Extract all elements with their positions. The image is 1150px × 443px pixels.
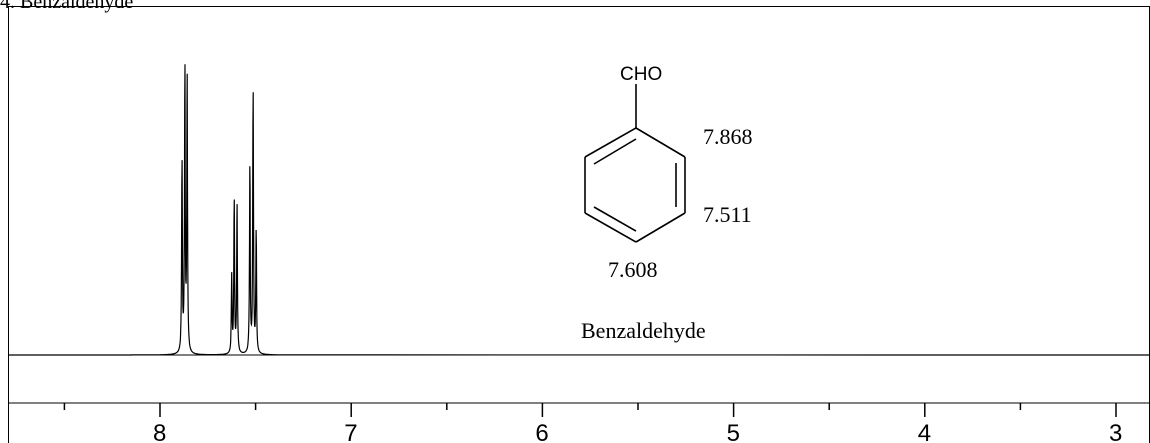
spectrum-trace	[9, 64, 1150, 356]
ring-bond-bottom-right	[635, 212, 686, 243]
benzaldehyde-structure	[584, 84, 686, 243]
tick-label-5: 5	[727, 420, 740, 443]
x-axis-ticks: 8 7 6 5 4 3	[63, 403, 1122, 443]
ring-bond-top-left	[584, 127, 637, 158]
shift-label-meta: 7.511	[703, 202, 752, 227]
shift-label-ortho: 7.868	[703, 124, 753, 149]
ring-bond-top-right	[635, 127, 686, 158]
tick-label-4: 4	[918, 420, 931, 443]
substituent-label: CHO	[620, 64, 662, 85]
compound-name: Benzaldehyde	[581, 318, 706, 343]
tick-label-6: 6	[535, 420, 548, 443]
shift-label-para: 7.608	[608, 257, 658, 282]
tick-label-8: 8	[153, 420, 166, 443]
ring-double-bond-upper	[593, 138, 637, 165]
tick-label-7: 7	[344, 420, 357, 443]
ring-double-bond-lower	[593, 206, 637, 232]
tick-label-3: 3	[1109, 420, 1122, 443]
ring-bond-bottom-left	[584, 212, 637, 243]
